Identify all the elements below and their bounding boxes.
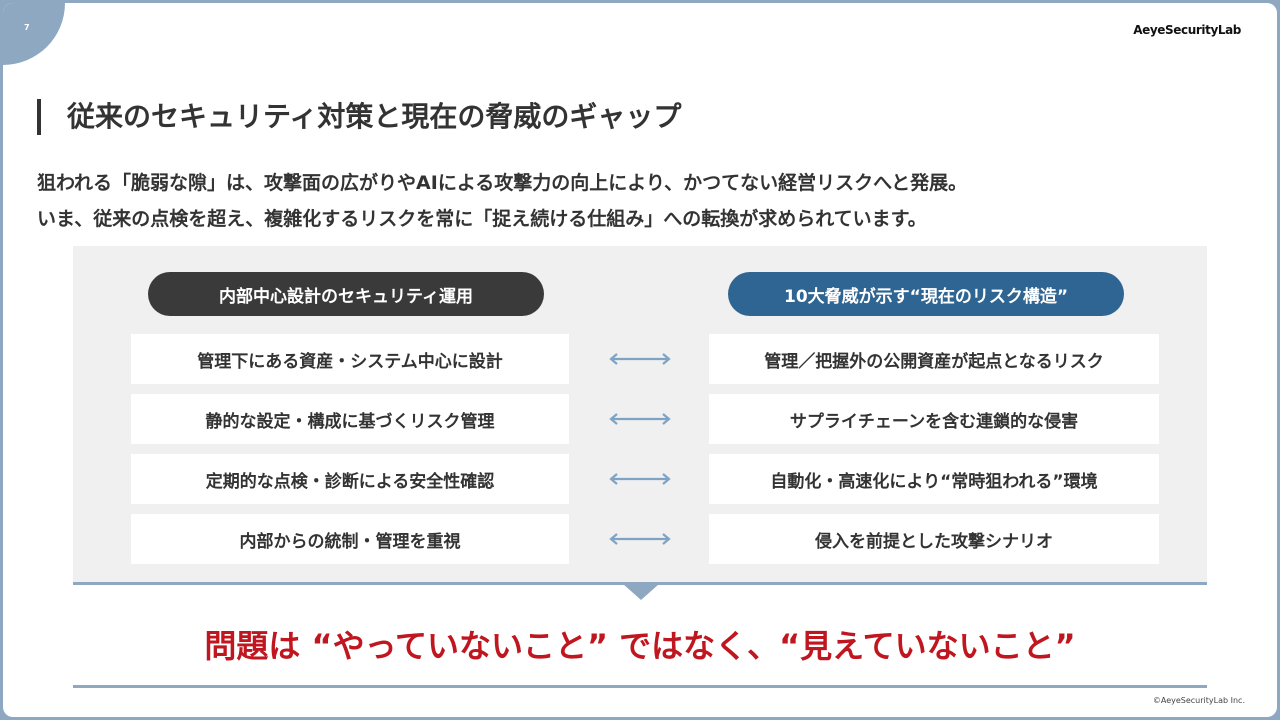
comparison-panel: 内部中心設計のセキュリティ運用 10大脅威が示す“現在のリスク構造” 管理下にあ…: [73, 246, 1207, 582]
conclusion-text: 問題は “やっていないこと” ではなく、“見えていないこと”: [204, 627, 1076, 665]
current-practice-box: 定期的な点検・診断による安全性確認: [131, 454, 569, 504]
logo: AeyeSecurityLab: [1133, 23, 1241, 37]
down-triangle-icon: [623, 584, 659, 600]
right-header-pill: 10大脅威が示す“現在のリスク構造”: [728, 272, 1124, 316]
current-practice-box: 内部からの統制・管理を重視: [131, 514, 569, 564]
left-header-pill: 内部中心設計のセキュリティ運用: [148, 272, 544, 316]
copyright: ©AeyeSecurityLab Inc.: [1152, 696, 1245, 705]
slide: 7 AeyeSecurityLab 従来のセキュリティ対策と現在の脅威のギャップ…: [3, 3, 1277, 717]
page-number-badge: [3, 3, 65, 65]
current-threat-box: 自動化・高速化により“常時狙われる”環境: [709, 454, 1159, 504]
current-threat-box: 侵入を前提とした攻撃シナリオ: [709, 514, 1159, 564]
slide-title: 従来のセキュリティ対策と現在の脅威のギャップ: [37, 99, 681, 135]
lead-line-2: いま、従来の点検を超え、複雑化するリスクを常に「捉え続ける仕組み」への転換が求め…: [37, 208, 927, 230]
divider-line: [73, 582, 1207, 585]
page-number: 7: [24, 23, 30, 32]
divider-line-bottom: [73, 685, 1207, 688]
current-threat-box: サプライチェーンを含む連鎖的な侵害: [709, 394, 1159, 444]
current-threat-box: 管理／把握外の公開資産が起点となるリスク: [709, 334, 1159, 384]
current-practice-box: 管理下にある資産・システム中心に設計: [131, 334, 569, 384]
lead-line-1: 狙われる「脆弱な隙」は、攻撃面の広がりやAIによる攻撃力の向上により、かつてない…: [37, 172, 968, 194]
double-arrow-icon: [609, 353, 671, 365]
double-arrow-icon: [609, 413, 671, 425]
double-arrow-icon: [609, 473, 671, 485]
lead-text: 狙われる「脆弱な隙」は、攻撃面の広がりやAIによる攻撃力の向上により、かつてない…: [37, 165, 967, 237]
double-arrow-icon: [609, 533, 671, 545]
current-practice-box: 静的な設定・構成に基づくリスク管理: [131, 394, 569, 444]
